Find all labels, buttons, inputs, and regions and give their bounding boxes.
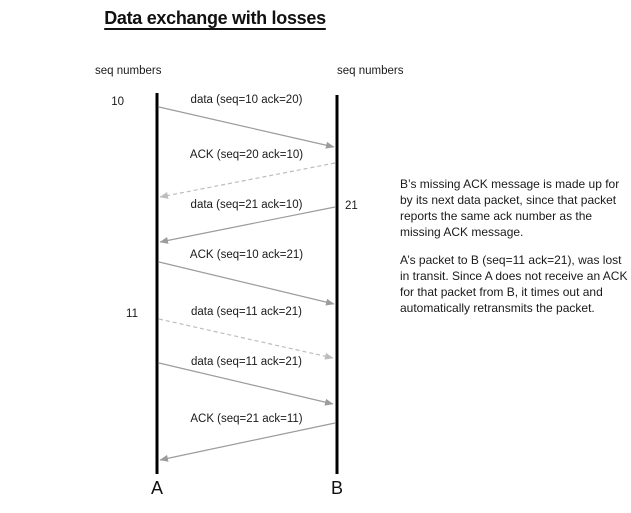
seq-marker-11: 11 [126, 308, 138, 320]
seq-marker-21: 21 [345, 200, 358, 212]
seq-numbers-label-left: seq numbers [95, 65, 162, 77]
annotation-missing-ack: B’s missing ACK message is made up for b… [400, 177, 620, 239]
seq-marker-10: 10 [111, 96, 124, 108]
arrow-data-seq21 [159, 206, 336, 244]
endpoint-label-b: B [330, 478, 343, 498]
message-label: ACK (seq=10 ack=21) [189, 249, 304, 261]
arrow-data-seq11-retransmit [158, 362, 334, 406]
arrow-data-seq10 [158, 106, 335, 149]
message-label: data (seq=10 ack=20) [190, 94, 303, 106]
arrow-ack-seq20-lost [159, 162, 336, 199]
page-title: Data exchange with losses [65, 8, 365, 29]
endpoint-label-a: A [150, 478, 163, 498]
seq-numbers-label-right: seq numbers [337, 65, 404, 77]
arrow-ack-seq21 [159, 422, 336, 462]
arrow-data-seq11-lost [158, 318, 334, 360]
annotation-lost-packet: A’s packet to B (seq=11 ack=21), was los… [400, 253, 628, 315]
message-label: data (seq=11 ack=21) [190, 306, 303, 318]
message-label: data (seq=21 ack=10) [190, 199, 303, 211]
message-label: ACK (seq=21 ack=11) [190, 413, 303, 425]
arrow-ack-seq10 [158, 261, 335, 306]
message-label: ACK (seq=20 ack=10) [189, 149, 304, 161]
message-label: data (seq=11 ack=21) [190, 356, 303, 368]
page-title-text: Data exchange with losses [104, 8, 326, 28]
